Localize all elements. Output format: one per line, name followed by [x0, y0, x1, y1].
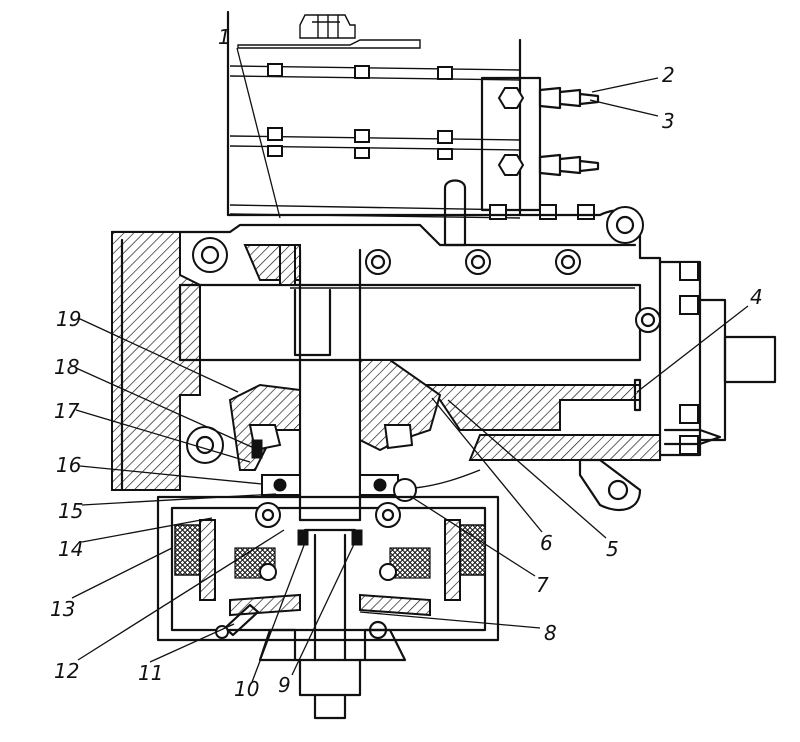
callout-8: 8 [544, 621, 557, 645]
callout-1: 1 [218, 25, 231, 49]
callout-4: 4 [750, 285, 763, 309]
callout-13: 13 [50, 597, 75, 621]
callout-6: 6 [540, 531, 553, 555]
hex-nut-lower [497, 154, 525, 176]
plate-bolts [267, 63, 453, 160]
central-shaft-assembly [228, 244, 481, 522]
callout-16: 16 [56, 453, 81, 477]
callout-10: 10 [234, 677, 259, 701]
callout-9: 9 [278, 673, 291, 697]
callout-2: 2 [662, 63, 675, 87]
callout-labels: 1 2 3 4 5 6 7 8 9 10 11 12 13 14 15 16 1… [50, 25, 763, 701]
leader-lines [71, 47, 749, 683]
main-housing [110, 206, 777, 512]
callout-3: 3 [662, 109, 675, 133]
callout-14: 14 [58, 537, 83, 561]
callout-19: 19 [56, 307, 81, 331]
lower-coupling-housing [156, 495, 500, 720]
callout-11: 11 [138, 661, 163, 685]
upper-housing [226, 10, 600, 247]
callout-7: 7 [536, 573, 549, 597]
hex-nut-upper [497, 87, 525, 109]
callout-17: 17 [54, 399, 80, 423]
callout-15: 15 [58, 499, 83, 523]
callout-18: 18 [54, 355, 79, 379]
callout-12: 12 [54, 659, 79, 683]
callout-5: 5 [606, 537, 619, 561]
